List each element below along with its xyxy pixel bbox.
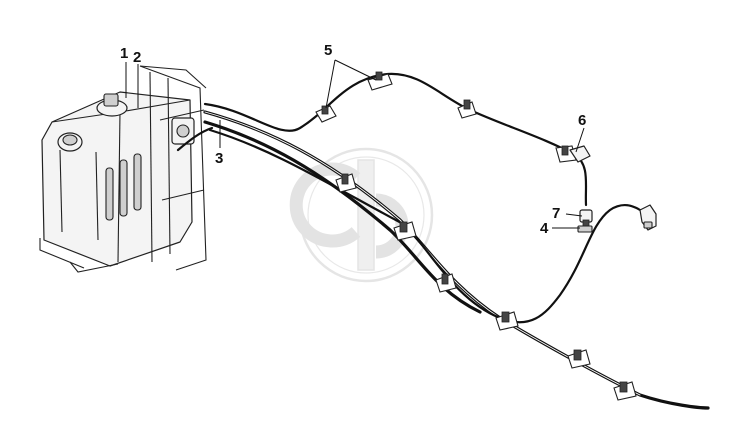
fuel-tank [39,65,207,273]
clamp-main-4 [495,311,519,331]
hose-upper [203,72,588,207]
end-connector [639,204,657,231]
callout-6: 6 [578,112,586,129]
clamp-main-5 [567,349,591,369]
leader-lines [125,59,585,229]
clamp-main-3 [435,273,457,293]
callout-7: 7 [552,205,560,222]
callouts: 1 2 3 4 5 6 7 [120,42,586,237]
callout-4: 4 [540,220,549,237]
hose-clamps [315,71,637,401]
leader-5b [334,59,377,81]
fuel-hoses [176,72,710,410]
leader-6 [575,127,585,153]
clamp-main-6 [613,381,637,401]
callout-1: 1 [120,45,128,62]
leader-7 [565,213,583,217]
clamp-main-2 [393,221,417,241]
clamp-5a [315,105,337,123]
leader-5a [325,59,336,109]
callout-3: 3 [215,150,223,167]
callout-5: 5 [324,42,332,59]
fittings [569,145,657,233]
callout-2: 2 [133,49,141,66]
watermark-logo [289,147,434,283]
clamp-upper-1 [457,99,477,119]
clamp-5b [367,71,393,91]
clamp-main-1 [335,173,357,193]
hose-main-a [203,110,710,410]
fitting-6-elbow [569,145,591,163]
fitting-4 [577,225,593,233]
